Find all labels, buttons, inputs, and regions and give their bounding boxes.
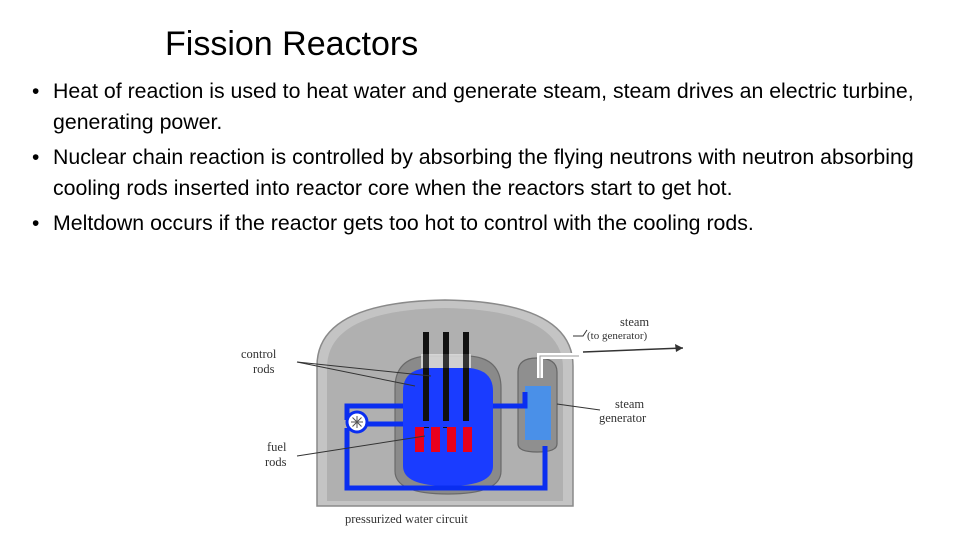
label-steam-to-generator: (to generator) — [587, 330, 647, 342]
pressurized-water-pipe — [493, 392, 528, 409]
bullet-glyph: • — [32, 80, 40, 103]
bullet-text: Meltdown occurs if the reactor gets too … — [53, 211, 754, 235]
label-fuel-rods: rods — [265, 455, 287, 469]
control-rod — [443, 332, 449, 428]
bullet-glyph: • — [32, 212, 40, 235]
label-steam-generator: generator — [599, 411, 647, 425]
control-rod — [463, 354, 469, 368]
steam-outlet-pipe-edge — [539, 355, 579, 378]
steam-arrow — [582, 347, 684, 353]
leader-line — [296, 361, 432, 377]
control-rod — [443, 354, 449, 368]
bullet-list: • Heat of reaction is used to heat water… — [32, 76, 937, 243]
fuel-rod — [431, 426, 440, 452]
label-steam-generator: steam — [615, 397, 644, 411]
bullet-text: Nuclear chain reaction is controlled by … — [53, 145, 914, 200]
leader-line — [573, 329, 588, 337]
pump-impeller — [351, 416, 363, 428]
pressurized-water-pipe — [344, 403, 403, 420]
slide-title: Fission Reactors — [165, 25, 419, 63]
label-control-rods: rods — [253, 362, 275, 376]
label-fuel-rods: fuel — [267, 440, 287, 454]
leader-line — [556, 403, 601, 411]
bullet-glyph: • — [32, 146, 40, 169]
label-pressurized-water-circuit: pressurized water circuit — [345, 512, 468, 526]
reactor-diagram-svg: control rods fuel rods steam (to generat… — [241, 299, 684, 526]
control-rod — [423, 332, 429, 428]
label-control-rods: control — [241, 347, 277, 361]
bullet-text: Heat of reaction is used to heat water a… — [53, 79, 914, 134]
steam-generator-water — [525, 386, 551, 440]
label-steam: steam — [620, 315, 649, 329]
arrowhead-icon — [675, 344, 683, 352]
fuel-rod-top — [413, 421, 475, 427]
leader-line — [296, 361, 416, 387]
bullet-item: • Meltdown occurs if the reactor gets to… — [32, 208, 937, 239]
control-rod — [423, 354, 429, 368]
bullet-item: • Heat of reaction is used to heat water… — [32, 76, 937, 138]
fuel-rod — [447, 426, 456, 452]
fuel-rod — [463, 426, 472, 452]
control-rod — [463, 332, 469, 428]
reactor-diagram: control rods fuel rods steam (to generat… — [235, 296, 695, 532]
pressurized-water-pipe — [344, 428, 548, 491]
bullet-item: • Nuclear chain reaction is controlled b… — [32, 142, 937, 204]
fuel-rod — [415, 426, 424, 452]
leader-line — [296, 435, 426, 457]
